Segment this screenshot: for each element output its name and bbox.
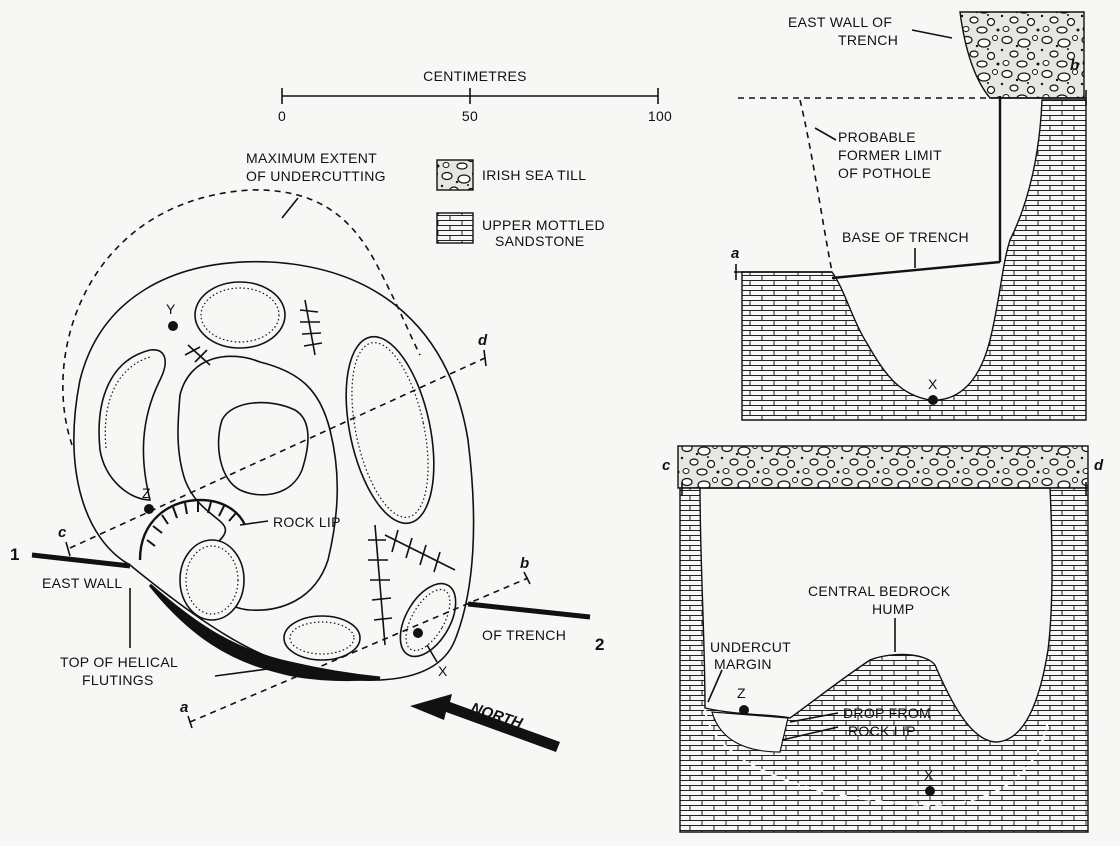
plan-view: MAXIMUM EXTENT OF UNDERCUTTING ROCK LIP …: [10, 150, 604, 752]
scale-bar: CENTIMETRES 0 50 100: [278, 68, 672, 124]
scale-title: CENTIMETRES: [423, 68, 527, 84]
section-cd-x: X: [924, 767, 934, 783]
legend-till-label: IRISH SEA TILL: [482, 167, 586, 183]
undercut-extent-line: [62, 189, 421, 446]
depression-west-arc: [98, 349, 166, 501]
point-y-label: Y: [166, 301, 176, 317]
east-wall-label: EAST WALL: [42, 575, 123, 591]
legend: IRISH SEA TILL UPPER MOTTLED SANDSTONE: [436, 159, 605, 249]
rock-lip: [138, 498, 247, 561]
section-cd-drop-2: ROCK LIP: [848, 723, 916, 739]
plan-label-a: a: [180, 699, 188, 716]
scale-tick-100: 100: [648, 108, 672, 124]
legend-sandstone-label-2: SANDSTONE: [495, 233, 585, 249]
section-cd-till: [677, 445, 1089, 489]
undercut-label-1: MAXIMUM EXTENT: [246, 150, 377, 166]
scale-tick-0: 0: [278, 108, 286, 124]
section-ab-limit-1: PROBABLE: [838, 129, 916, 145]
section-ab-till: [959, 11, 1085, 99]
section-cd-undercut-2: MARGIN: [714, 656, 772, 672]
section-cd: CENTRAL BEDROCK HUMP UNDERCUT MARGIN DRO…: [662, 445, 1104, 833]
depression-top: [194, 281, 286, 349]
section-cd-point-x: [925, 786, 935, 796]
undercut-label-2: OF UNDERCUTTING: [246, 168, 386, 184]
section-cd-point-z: [739, 705, 749, 715]
central-hump: [217, 401, 309, 496]
depressions: [98, 281, 457, 661]
depression-hachures: [104, 287, 451, 655]
point-x-label: X: [438, 663, 448, 679]
point-z: [144, 504, 154, 514]
legend-till-swatch: [436, 159, 474, 191]
plan-label-b: b: [520, 555, 529, 572]
section-cd-d: d: [1094, 457, 1104, 474]
section-ab: EAST WALL OF TRENCH PROBABLE FORMER LIMI…: [731, 11, 1087, 421]
section-cd-z: Z: [737, 685, 746, 701]
depression-right: [345, 335, 435, 525]
section-cd-c: c: [662, 457, 671, 474]
depression-left: [179, 539, 245, 621]
north-arrow: NORTH: [410, 694, 560, 752]
east-wall-line: [31, 552, 131, 569]
section-ab-a: a: [731, 245, 739, 262]
legend-sandstone-label-1: UPPER MOTTLED: [482, 217, 605, 233]
rock-lip-label: ROCK LIP: [273, 514, 341, 530]
point-y: [168, 321, 178, 331]
point-2-label: 2: [595, 635, 604, 654]
plan-label-d: d: [478, 332, 488, 349]
point-x: [413, 628, 423, 638]
section-ab-east-wall-1: EAST WALL OF: [788, 14, 892, 30]
point-z-label: Z: [142, 485, 151, 501]
helical-label-2: FLUTINGS: [82, 672, 154, 688]
trench-wall-line: [467, 601, 591, 620]
section-ab-x: X: [928, 376, 938, 392]
depression-bottom: [283, 615, 361, 661]
section-ab-b: b: [1070, 57, 1079, 74]
helical-label-1: TOP OF HELICAL: [60, 654, 178, 670]
legend-sandstone-swatch: [436, 212, 474, 244]
rock-lip-hachures: [146, 501, 237, 547]
flute-marks: [184, 299, 456, 646]
section-ab-limit-2: FORMER LIMIT: [838, 147, 942, 163]
section-ab-east-wall-2: TRENCH: [838, 32, 898, 48]
section-cd-hump-1: CENTRAL BEDROCK: [808, 583, 951, 599]
of-trench-label: OF TRENCH: [482, 627, 566, 643]
section-cd-undercut-1: UNDERCUT: [710, 639, 791, 655]
point-1-label: 1: [10, 545, 19, 564]
section-ab-limit-3: OF POTHOLE: [838, 165, 931, 181]
section-cd-drop-1: DROP FROM: [843, 705, 931, 721]
helical-flutings: [148, 583, 381, 682]
section-ab-base: BASE OF TRENCH: [842, 229, 969, 245]
section-cd-hump-2: HUMP: [872, 601, 914, 617]
section-ab-point-x: [928, 395, 938, 405]
section-ab-bedrock: [741, 99, 1087, 421]
plan-label-c: c: [58, 524, 67, 541]
scale-tick-50: 50: [462, 108, 478, 124]
